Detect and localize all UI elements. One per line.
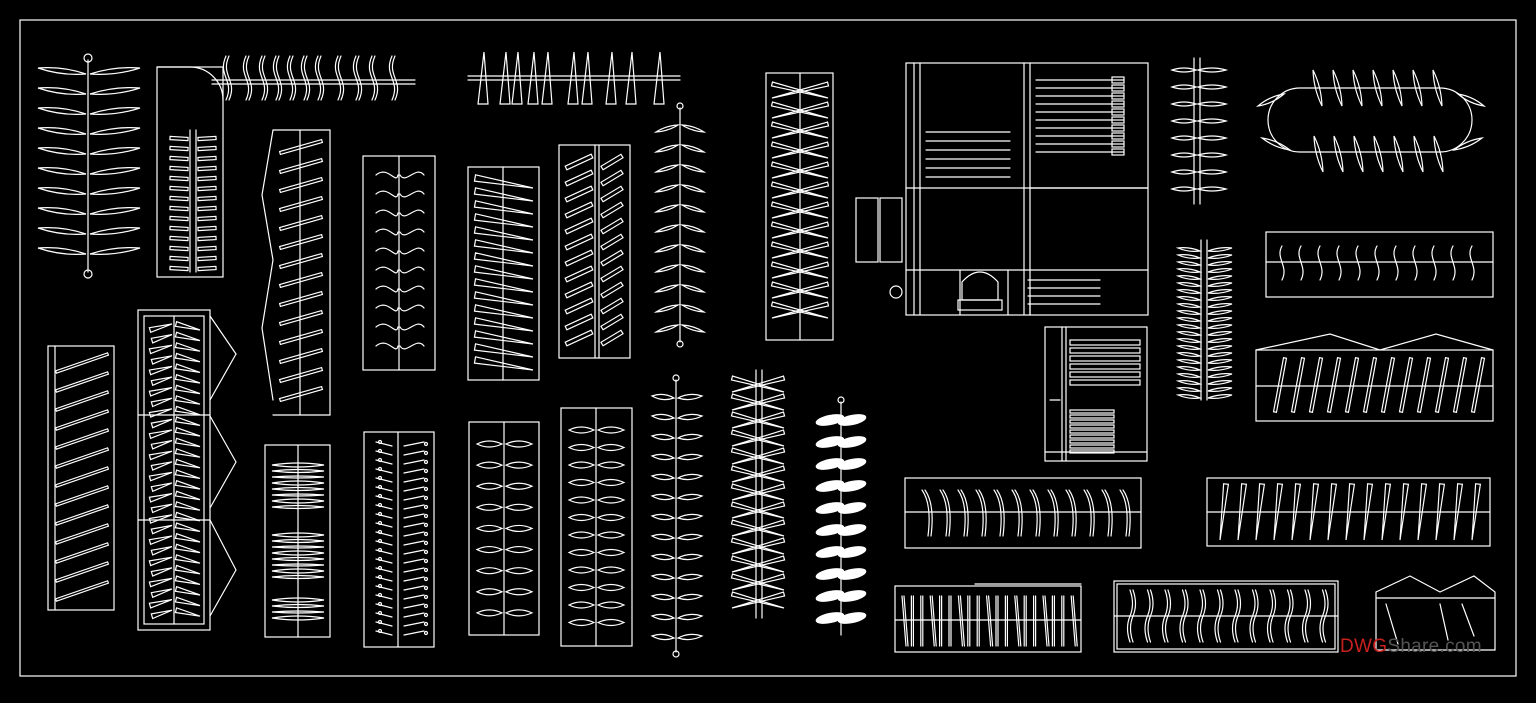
wardrobe-bow-hangers-2 xyxy=(560,407,633,647)
hanger-rail-tall-1 xyxy=(37,53,141,279)
wardrobe-folding-door xyxy=(156,66,224,278)
wardrobe-wide-s-hangers-2 xyxy=(1113,580,1339,653)
walk-in-closet-plan xyxy=(855,62,1149,316)
stacked-fan-rail xyxy=(1175,239,1233,401)
hanger-rail-top-2 xyxy=(467,51,681,105)
hanger-rail-tall-2 xyxy=(653,102,707,348)
wardrobe-wide-s-hangers xyxy=(1265,231,1494,298)
wardrobe-triangle-hangers xyxy=(467,166,540,381)
wardrobe-angled-hangers xyxy=(261,129,331,416)
wardrobe-double-hangers xyxy=(558,144,631,359)
hanger-rail-short xyxy=(1170,57,1229,205)
hanger-rail-tall-3 xyxy=(650,374,704,658)
wardrobe-stacked-fans xyxy=(264,444,331,638)
zigzag-rail xyxy=(730,369,786,619)
wardrobe-tall-angled-1 xyxy=(47,345,115,611)
wardrobe-wide-curved xyxy=(904,477,1142,549)
wardrobe-bow-hangers xyxy=(468,421,540,636)
wardrobe-curved-hangers xyxy=(362,155,436,371)
drawing-border xyxy=(19,19,1517,677)
wardrobe-wide-slanted xyxy=(1206,477,1491,547)
wardrobe-small-roof xyxy=(1375,575,1496,651)
wardrobe-zigzag-hangers xyxy=(765,72,834,341)
wardrobe-double-folded xyxy=(137,309,237,631)
watermark-brand: DWG xyxy=(1340,636,1388,657)
watermark-domain: Share.com xyxy=(1387,636,1482,657)
hanger-rail-top-1 xyxy=(211,55,416,101)
wardrobe-pins-stacked xyxy=(363,431,435,648)
wardrobe-wide-vertical xyxy=(894,583,1082,653)
watermark: DWGShare.com xyxy=(1340,632,1508,662)
wardrobe-wide-angled-roof xyxy=(1255,333,1494,422)
wardrobe-plan-small xyxy=(1044,326,1148,462)
oval-rotary-rack xyxy=(1255,69,1487,173)
solid-hanger-rail xyxy=(815,396,867,636)
